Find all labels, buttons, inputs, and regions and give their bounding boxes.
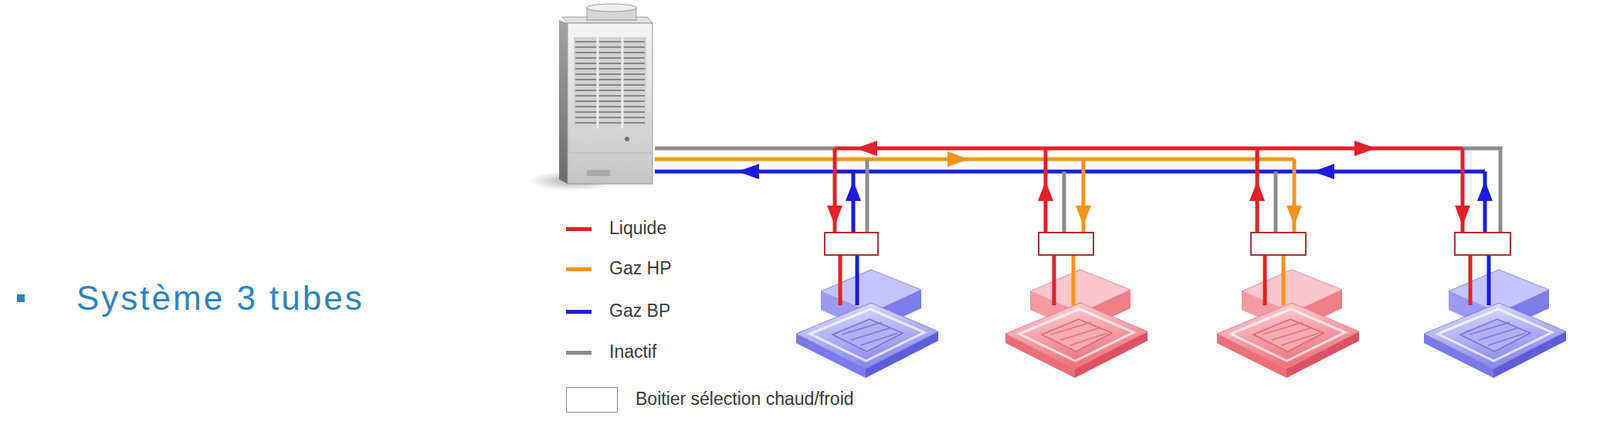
unit-louvers (575, 41, 645, 123)
outdoor-unit (528, 3, 653, 191)
unit-connector-plate (586, 169, 611, 177)
inactive-pipe (1062, 171, 1067, 233)
unit-grille (573, 37, 647, 129)
unit-panel-line (567, 152, 653, 154)
legend-box-swatch (566, 386, 618, 413)
liquid-pipe (838, 254, 843, 306)
unit-grille-dividers (597, 37, 623, 129)
liquid-pipe (1052, 254, 1057, 306)
selection-boxes (824, 232, 1511, 255)
legend-line-swatch (566, 267, 592, 272)
legend-label: Liquide (609, 217, 667, 240)
flow-arrow (1477, 180, 1493, 201)
legend-line-swatch (566, 350, 592, 355)
selection-box (1250, 232, 1306, 255)
low-pressure-pipe (855, 254, 860, 306)
legend-label: Gaz HP (609, 257, 672, 280)
flow-arrow (947, 151, 970, 167)
flow-arrow (1037, 180, 1054, 201)
inactive-pipe (654, 146, 835, 151)
selection-box (1038, 232, 1094, 255)
main-pipes (654, 148, 1501, 233)
high-pressure-pipe (1071, 254, 1076, 306)
low-pressure-pipe (851, 171, 856, 233)
legend-label: Gaz BP (609, 300, 671, 323)
flow-arrow (737, 163, 760, 180)
cassette-heating (1005, 269, 1148, 378)
flow-arrow (845, 180, 862, 201)
flow-arrow (1454, 205, 1471, 226)
legend-line-swatch (566, 309, 592, 314)
unit-side (559, 20, 568, 184)
drop-pipes (834, 148, 1485, 233)
unit-branch-pipes (840, 254, 1489, 306)
liquid-pipe (1263, 254, 1268, 306)
flow-arrow (827, 205, 843, 226)
high-pressure-pipe (1281, 254, 1286, 306)
selection-box (824, 232, 878, 255)
low-pressure-pipe (654, 169, 1485, 174)
legend-label: Boitier sélection chaud/froid (635, 388, 855, 411)
unit-logo (624, 136, 630, 142)
flow-arrows (737, 140, 1493, 226)
low-pressure-pipe (1487, 254, 1492, 306)
inactive-pipe (1274, 171, 1278, 233)
legend-label: Inactif (609, 341, 657, 363)
legend-line-swatch (566, 227, 592, 231)
flow-arrow (1312, 163, 1335, 180)
unit-front (567, 23, 653, 184)
flow-arrow (855, 140, 878, 156)
flow-arrow (1286, 205, 1302, 226)
cassette-heating (1216, 269, 1360, 378)
bullet-square (16, 294, 25, 302)
inactive-pipe (1462, 148, 1501, 233)
flow-arrow (1354, 140, 1377, 156)
inactive-pipe (865, 159, 870, 233)
cassette-cooling (796, 269, 939, 378)
flow-arrow (1075, 205, 1092, 226)
high-pressure-pipe (654, 157, 1295, 162)
liquid-pipe (1468, 254, 1473, 306)
cassette-cooling (1423, 269, 1567, 378)
unit-fan-top (586, 3, 637, 12)
flow-arrow (1249, 180, 1265, 201)
low-pressure-pipe (1483, 171, 1488, 233)
selection-box (1454, 232, 1511, 255)
bullet-heading: Système 3 tubes (76, 277, 365, 319)
